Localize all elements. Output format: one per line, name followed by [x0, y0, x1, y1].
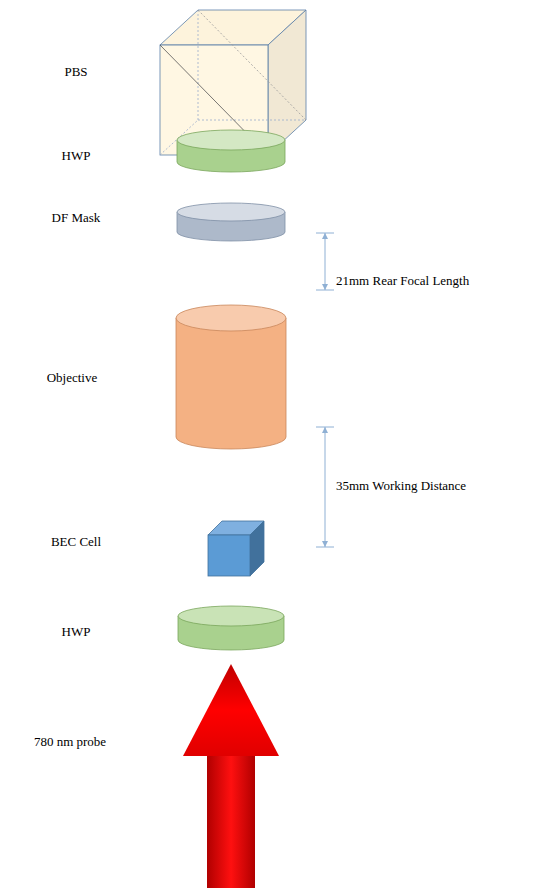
half-wave-plate [177, 130, 285, 172]
bec-cell [208, 521, 264, 576]
dark-field-mask [177, 203, 285, 241]
part-label: HWP [62, 148, 91, 164]
objective-lens [176, 305, 286, 449]
half-wave-plate [178, 606, 284, 650]
probe-beam-arrow [183, 664, 279, 888]
beam-label: 780 nm probe [34, 734, 106, 750]
part-label: Objective [47, 370, 98, 386]
part-label: PBS [64, 64, 87, 80]
part-label: DF Mask [52, 210, 101, 226]
dimension-line [316, 233, 334, 547]
dimension-label: 21mm Rear Focal Length [336, 273, 469, 289]
pbs-cube [160, 10, 306, 155]
part-label: HWP [62, 624, 91, 640]
dimension-label: 35mm Working Distance [336, 478, 466, 494]
part-label: BEC Cell [51, 534, 101, 550]
